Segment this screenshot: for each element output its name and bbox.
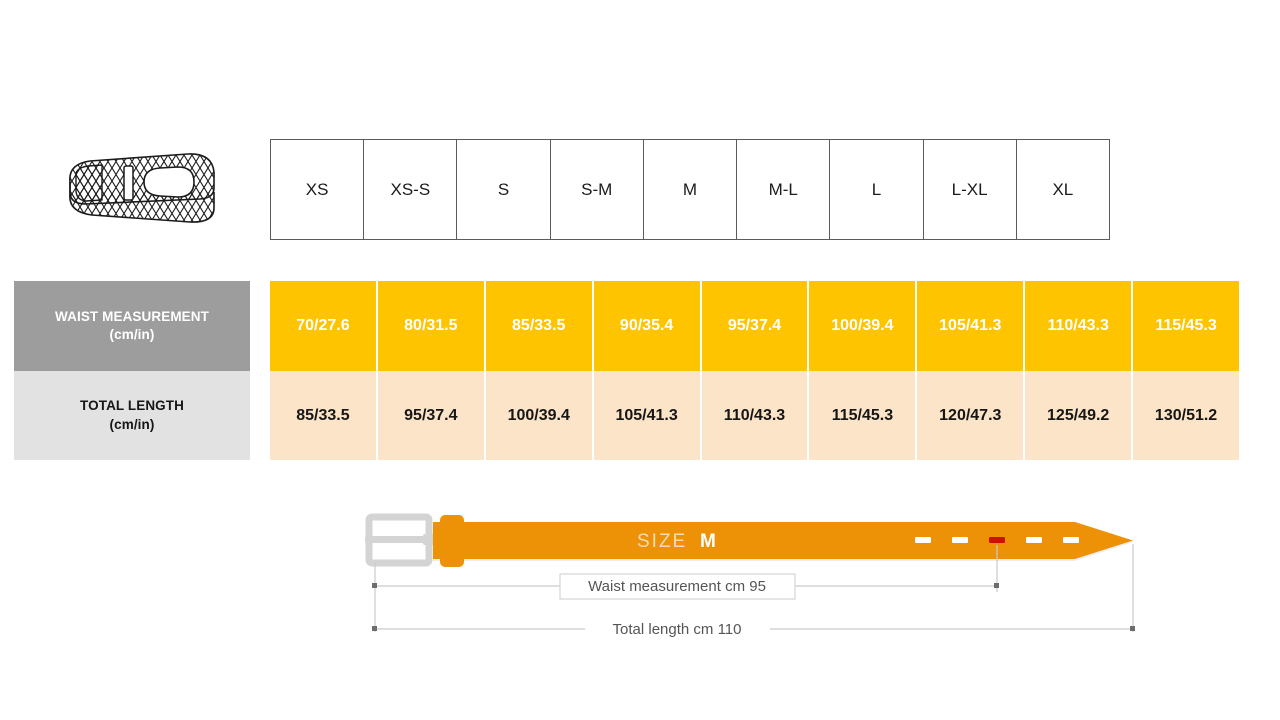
total-length-label: Total length cm 110 [613, 621, 742, 638]
table-cell: 95/37.4 [378, 371, 486, 460]
waist-dimension-line: Waist measurement cm 95 [372, 573, 999, 600]
measurement-grid: WAIST MEASUREMENT (cm/in) 70/27.6 80/31.… [14, 281, 1239, 460]
row-label-title: WAIST MEASUREMENT [55, 308, 209, 324]
waist-value-cells: 70/27.6 80/31.5 85/33.5 90/35.4 95/37.4 … [270, 281, 1239, 371]
total-length-value-cells: 85/33.5 95/37.4 100/39.4 105/41.3 110/43… [270, 371, 1239, 460]
total-length-dimension-line: Total length cm 110 [372, 621, 1135, 638]
size-header-cell: S-M [551, 140, 644, 239]
size-header-cell: XL [1052, 179, 1074, 199]
table-cell: 105/41.3 [917, 281, 1026, 371]
size-header-cell: M-L [737, 140, 831, 239]
size-header-cell: S [457, 140, 551, 239]
table-cell: 90/35.4 [594, 281, 702, 371]
row-gap [250, 281, 270, 371]
row-gap [250, 371, 270, 460]
table-cell: 100/39.4 [486, 371, 594, 460]
waist-measurement-label: Waist measurement cm 95 [588, 578, 766, 595]
table-cell: 120/47.3 [917, 371, 1026, 460]
row-label-title: TOTAL LENGTH [80, 398, 184, 414]
row-label-unit: (cm/in) [109, 327, 155, 342]
table-row-waist-measurement: WAIST MEASUREMENT (cm/in) 70/27.6 80/31.… [14, 281, 1239, 371]
size-header-cell: L [830, 140, 924, 239]
braided-belt-illustration [56, 142, 226, 242]
belt-hole [1026, 537, 1042, 543]
table-row-total-length: TOTAL LENGTH (cm/in) 85/33.5 95/37.4 100… [14, 371, 1239, 460]
belt-hole [915, 537, 931, 543]
belt-keeper-loop [440, 515, 464, 567]
table-cell: 115/45.3 [809, 371, 918, 460]
row-label-total-length: TOTAL LENGTH (cm/in) [14, 371, 250, 460]
diagram-size-label: SIZE [637, 531, 687, 552]
belt-strap [433, 522, 1133, 561]
table-cell: 70/27.6 [270, 281, 378, 371]
belt-hole [952, 537, 968, 543]
table-cell: 110/43.3 [702, 371, 810, 460]
table-cell: 85/33.5 [270, 371, 378, 460]
belt-measurement-diagram: SIZE M Wai [355, 500, 1155, 650]
size-header-cell: XS-S [364, 140, 458, 239]
table-cell: 125/49.2 [1025, 371, 1134, 460]
table-cell: 95/37.4 [702, 281, 810, 371]
diagram-size-value: M [700, 531, 716, 552]
size-header-cell: M [644, 140, 738, 239]
belt-holes [915, 537, 1079, 543]
belt-hole [1063, 537, 1079, 543]
table-cell: 85/33.5 [486, 281, 594, 371]
belt-hole-active [989, 537, 1005, 543]
table-cell: 100/39.4 [809, 281, 918, 371]
size-header-cell: XS [271, 140, 365, 239]
table-cell: 105/41.3 [594, 371, 702, 460]
size-header-table: XS XS-S S S-M M M-L L L-XL XL [270, 139, 1110, 240]
table-cell: 115/45.3 [1155, 317, 1217, 334]
table-cell: 80/31.5 [378, 281, 486, 371]
table-cell: 110/43.3 [1025, 281, 1134, 371]
size-header-cell: L-XL [924, 140, 1017, 239]
table-cell: 130/51.2 [1154, 406, 1218, 424]
row-label-unit: (cm/in) [109, 416, 155, 432]
row-label-waist-measurement: WAIST MEASUREMENT (cm/in) [14, 281, 250, 371]
